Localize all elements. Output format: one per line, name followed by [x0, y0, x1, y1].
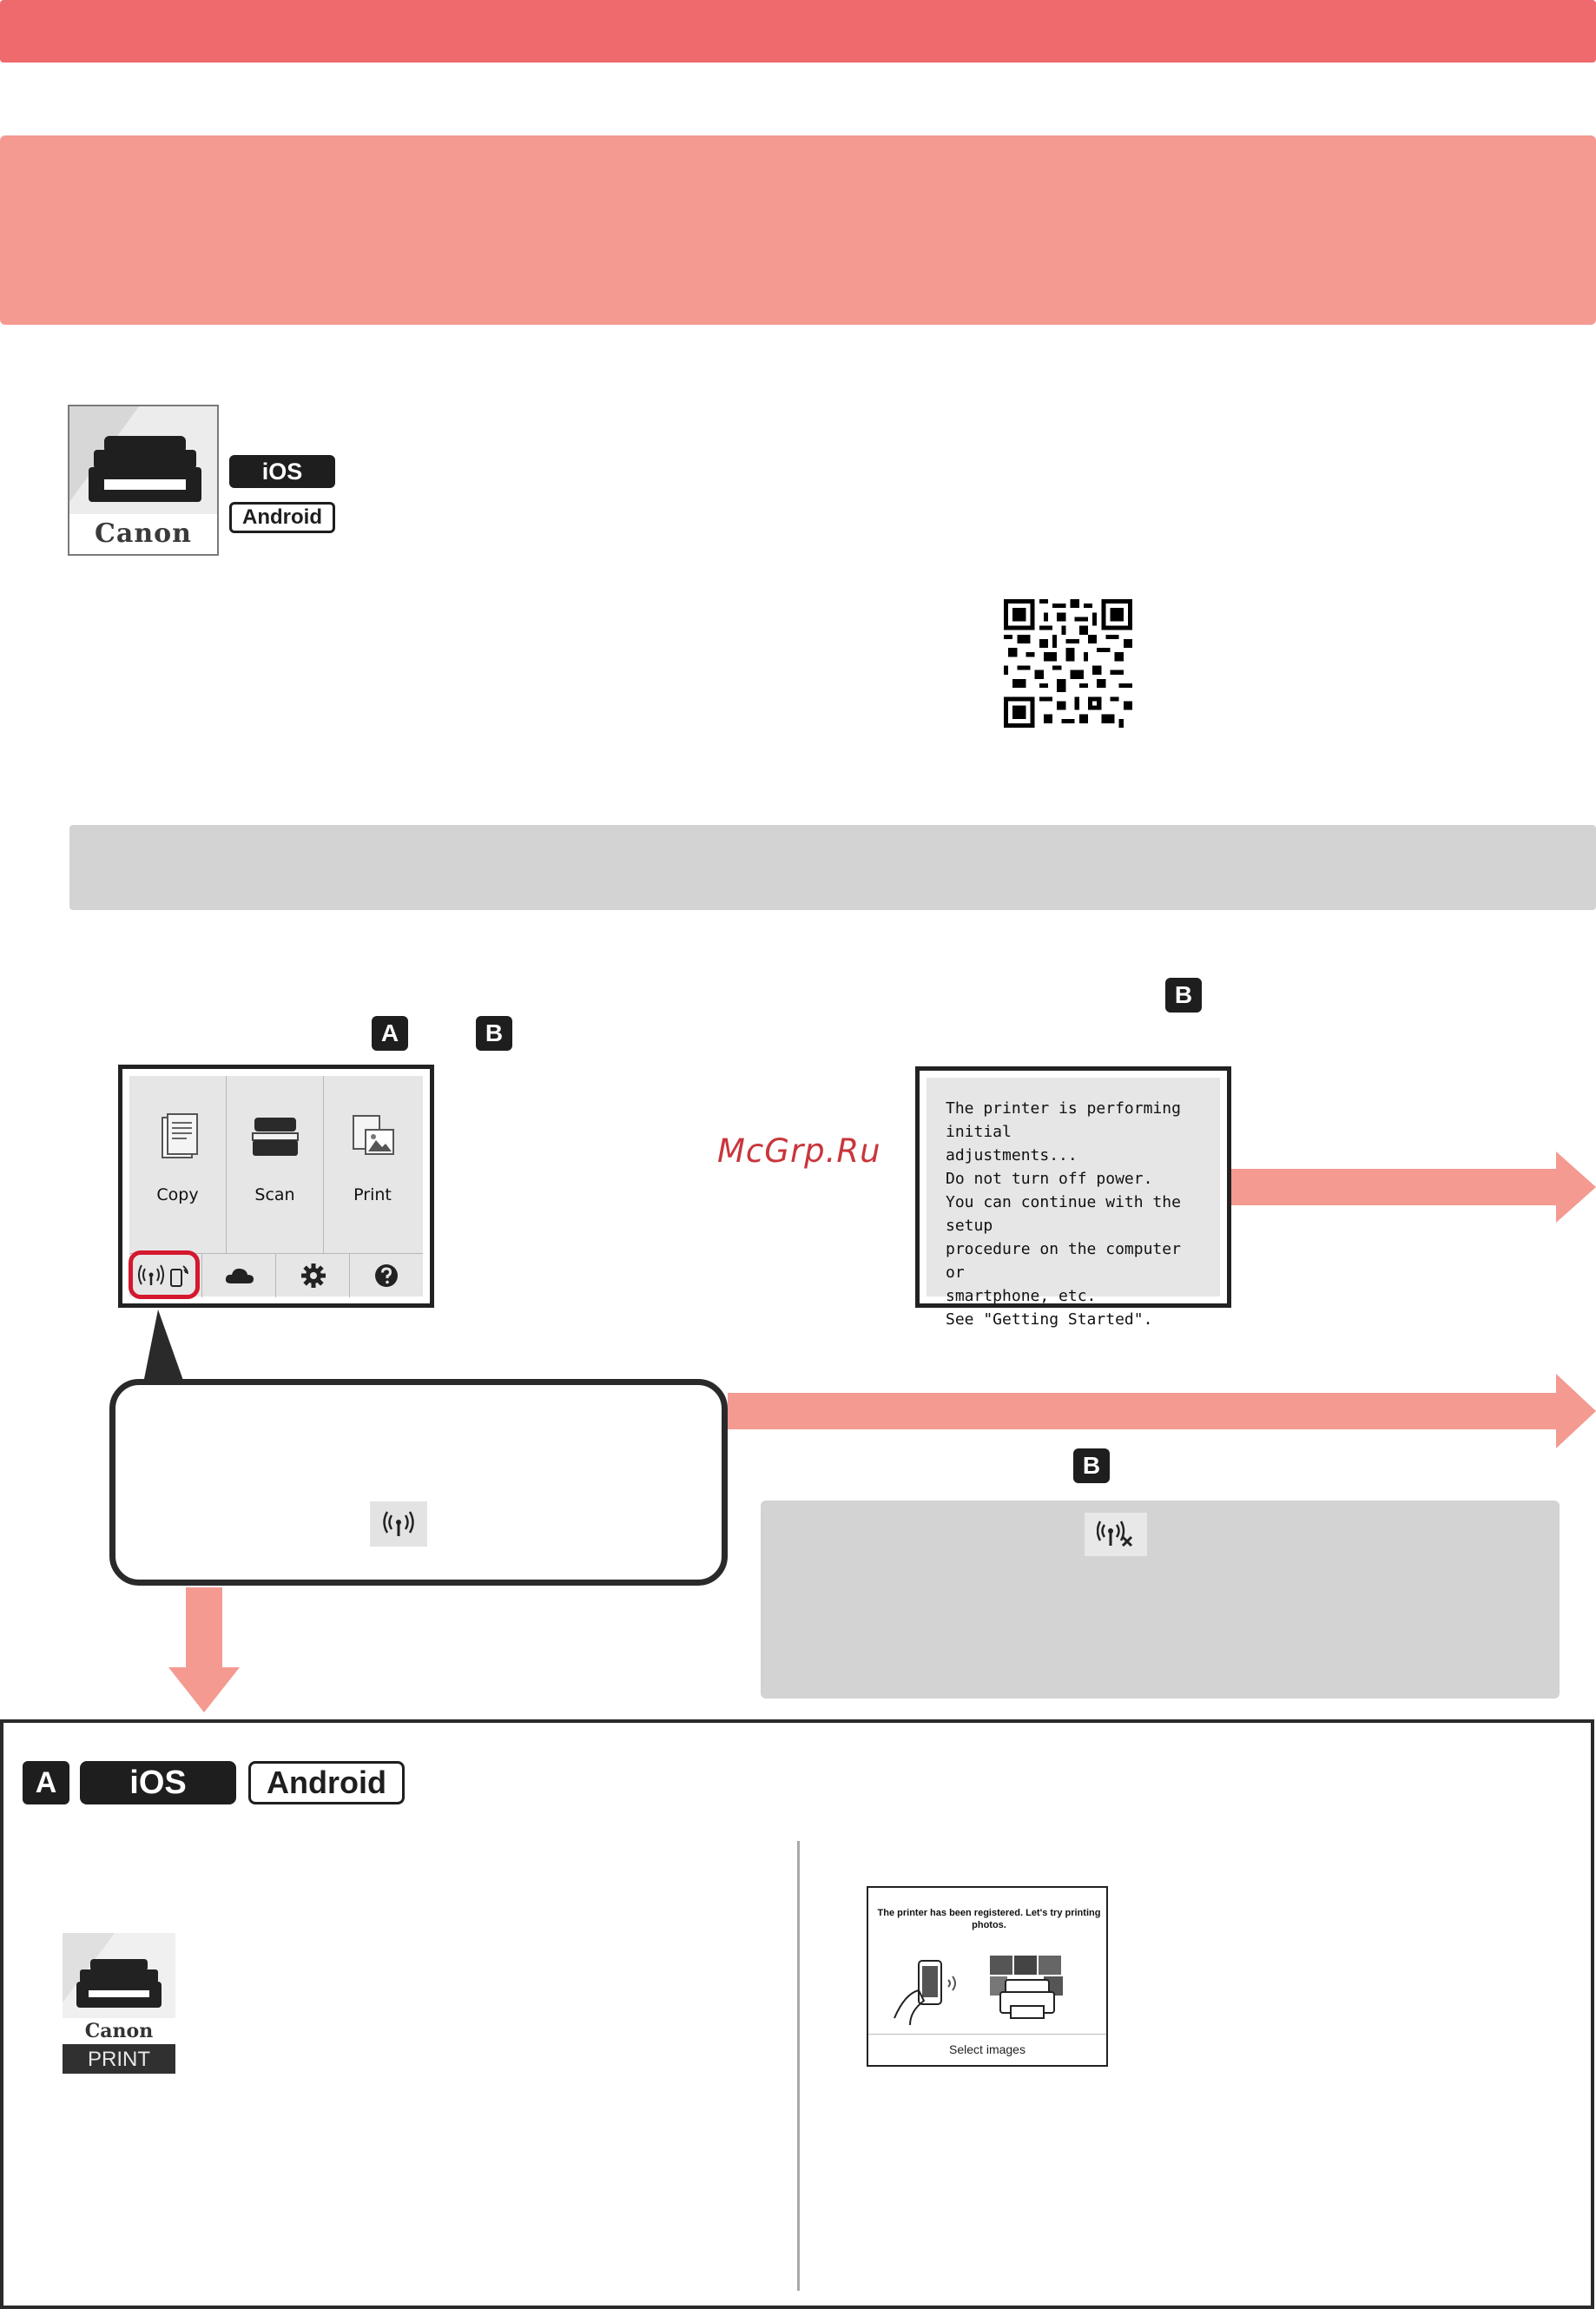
network-icon-highlight [129, 1250, 200, 1299]
right-arrow-long [728, 1374, 1596, 1448]
help-icon [375, 1264, 398, 1287]
phone-to-printer-illustration [894, 1956, 1063, 2026]
scan-tile[interactable]: Scan [227, 1076, 324, 1253]
badge-b-note: B [1073, 1448, 1110, 1483]
canon-print-app-icon-small: Canon PRINT [63, 1933, 175, 2074]
cloud-icon [225, 1268, 254, 1283]
copy-label: Copy [156, 1185, 199, 1204]
canon-print-app-icon: Canon [68, 405, 219, 556]
column-divider [797, 1841, 800, 2291]
gear-icon [301, 1263, 326, 1288]
registered-message: The printer has been registered. Let's t… [877, 1908, 1101, 1930]
scan-icon [252, 1118, 299, 1156]
copy-tile[interactable]: Copy [129, 1076, 227, 1253]
section-a-badge: A [23, 1761, 69, 1804]
section-ios-badge: iOS [80, 1761, 236, 1804]
qr-code [1004, 599, 1132, 728]
down-arrow [168, 1587, 240, 1712]
canon-logo: Canon [69, 514, 217, 554]
message-line: Do not turn off power. [946, 1170, 1153, 1188]
message-line: The printer is performing initial [946, 1099, 1181, 1141]
adjustment-screen-area: The printer is performing initial adjust… [927, 1078, 1220, 1329]
no-wifi-chip [1085, 1513, 1147, 1556]
home-screen-area: Copy Scan Print [129, 1076, 423, 1297]
canon-logo-small: Canon [63, 2018, 175, 2044]
watermark: McGrp.Ru [717, 1132, 881, 1170]
printer-home-screen: Copy Scan Print [118, 1065, 434, 1308]
cloud-button[interactable] [202, 1254, 276, 1297]
badge-b: B [476, 1016, 512, 1051]
app-registered-screen: The printer has been registered. Let's t… [867, 1886, 1108, 2067]
help-button[interactable] [350, 1254, 423, 1297]
wifi-antenna-icon [383, 1511, 414, 1536]
print-tile[interactable]: Print [324, 1076, 421, 1253]
app-icon-graphic [69, 406, 217, 518]
settings-button[interactable] [276, 1254, 350, 1297]
wifi-indicator-chip [370, 1501, 427, 1547]
message-line: See "Getting Started". [946, 1310, 1153, 1329]
copy-icon [162, 1113, 198, 1158]
message-line: adjustments... [946, 1146, 1078, 1164]
badge-a: A [372, 1016, 408, 1051]
badge-b-screen: B [1165, 978, 1202, 1013]
print-label: Print [353, 1185, 392, 1204]
message-line: smartphone, etc. [946, 1287, 1097, 1305]
android-badge: Android [229, 502, 335, 533]
message-line: You can continue with the setup [946, 1193, 1181, 1235]
callout-bubble [109, 1379, 728, 1586]
network-status-button[interactable] [129, 1254, 202, 1297]
wifi-phone-icon [138, 1264, 188, 1287]
note-box [761, 1501, 1560, 1699]
header-band [0, 0, 1596, 63]
print-photo-icon [353, 1115, 394, 1155]
panel-bottom-bar [129, 1253, 423, 1297]
adjustment-message: The printer is performing initial adjust… [946, 1097, 1206, 1331]
message-line: procedure on the computer or [946, 1240, 1181, 1282]
print-caption: PRINT [88, 2048, 150, 2071]
callout-pointer [142, 1310, 186, 1388]
scan-label: Scan [254, 1185, 295, 1204]
title-band [0, 135, 1596, 325]
select-images-button[interactable]: Select images [868, 2034, 1106, 2066]
wifi-off-icon [1097, 1521, 1133, 1547]
section-android-badge: Android [248, 1761, 405, 1804]
right-arrow-short [1231, 1151, 1596, 1223]
initial-adjustment-screen: The printer is performing initial adjust… [915, 1066, 1231, 1329]
info-band [69, 825, 1596, 910]
ios-badge: iOS [229, 455, 335, 488]
